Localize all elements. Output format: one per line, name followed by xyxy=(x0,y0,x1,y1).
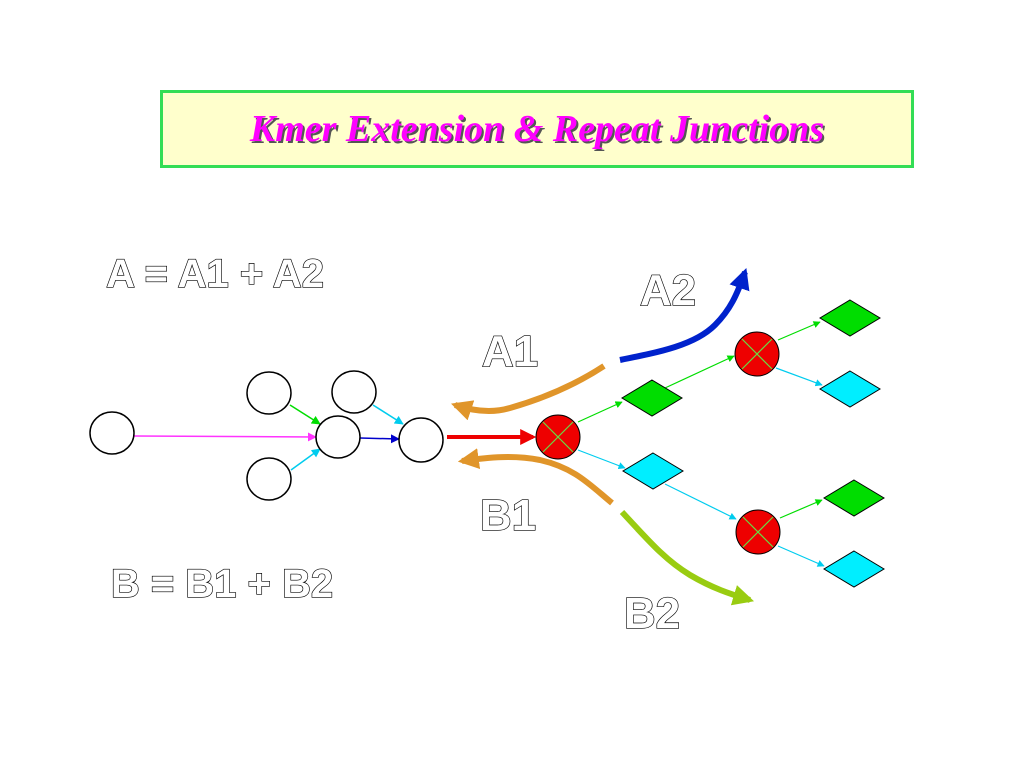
node-upper-left xyxy=(246,371,292,415)
edge-blue xyxy=(359,434,400,444)
node-center xyxy=(315,415,361,459)
edge-green-d1-j2 xyxy=(664,355,735,389)
title-box: Kmer Extension & Repeat Junctions xyxy=(160,90,914,168)
diamond-cyan-1 xyxy=(622,452,684,490)
equation-a-label: A = A1 + A2 xyxy=(106,252,324,296)
diamond-cyan-2 xyxy=(819,370,881,408)
edge-cyan-lower xyxy=(290,448,321,471)
node-lower-left xyxy=(246,457,292,501)
b1-label: B1 xyxy=(480,491,536,540)
edge-green-j2-d3 xyxy=(777,321,821,341)
junction-node-2 xyxy=(734,331,780,377)
b1-arrow xyxy=(457,448,614,506)
node-upper-right xyxy=(331,370,377,414)
junction-node-3 xyxy=(735,509,781,555)
a1-label: A1 xyxy=(482,327,538,376)
b2-arrow xyxy=(619,509,755,606)
a1-arrow xyxy=(451,363,606,421)
diamond-cyan-3 xyxy=(823,550,885,588)
edge-cyan-d2-j3 xyxy=(664,483,737,520)
node-source xyxy=(89,411,135,455)
edge-cyan-j1-d2 xyxy=(577,449,626,470)
b2-label: B2 xyxy=(624,589,680,638)
equation-b-label: B = B1 + B2 xyxy=(111,562,333,606)
edge-green-upper xyxy=(289,404,321,425)
page-title: Kmer Extension & Repeat Junctions xyxy=(249,108,825,150)
node-junction-entry xyxy=(398,417,444,463)
edge-cyan-j2-d4 xyxy=(775,367,823,387)
diamond-green-1 xyxy=(621,379,683,417)
edge-cyan-j3-d6 xyxy=(777,545,825,567)
junction-node-1 xyxy=(535,414,581,460)
a2-arrow xyxy=(619,268,750,363)
diamond-green-3 xyxy=(823,479,885,517)
edge-cyan-upper xyxy=(372,404,404,425)
edge-green-j1-d1 xyxy=(577,401,623,423)
a2-label: A2 xyxy=(640,266,696,315)
edge-green-j3-d5 xyxy=(779,499,823,519)
edge-magenta xyxy=(133,432,317,442)
diamond-green-2 xyxy=(819,299,881,337)
